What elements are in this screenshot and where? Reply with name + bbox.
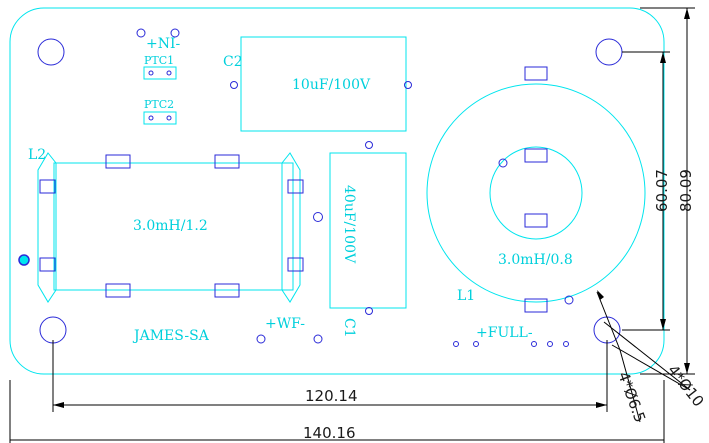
ni-label: +NI- <box>146 36 181 52</box>
l2-pad <box>105 154 131 169</box>
c1-extra-pad <box>313 212 323 222</box>
board-name: JAMES-SA <box>132 328 210 344</box>
dimension-hole-spacing-y <box>622 51 670 331</box>
l2-pad <box>39 179 56 194</box>
dim-hole-spacing-x-text: 120.14 <box>305 387 358 405</box>
ptc2-label: PTC2 <box>144 98 174 111</box>
l1-pad <box>524 213 548 228</box>
leader-corner-diameter <box>603 321 691 391</box>
l2-pad <box>105 283 131 298</box>
l2-pad <box>214 154 240 169</box>
l2-end-left <box>37 152 57 303</box>
leader-hole-diameter <box>596 290 641 423</box>
c2-pad <box>404 81 412 89</box>
ptc1-body <box>143 66 177 80</box>
full-pad <box>563 341 569 347</box>
ptc1-pad <box>148 70 154 76</box>
l1-inner <box>489 146 583 240</box>
l1-pad <box>524 66 548 81</box>
dimension-board-height <box>640 7 695 375</box>
c1-label: C1 <box>341 318 357 338</box>
ptc2-pad <box>148 115 154 121</box>
ptc1-label: PTC1 <box>144 54 174 67</box>
board-outline <box>9 7 665 375</box>
c1-pad <box>365 141 373 149</box>
dimension-hole-spacing-x <box>52 340 608 412</box>
l1-outer <box>426 83 646 303</box>
l2-body <box>53 162 294 291</box>
c2-body <box>240 36 407 132</box>
wf-pad <box>256 334 266 344</box>
c2-label: C2 <box>223 54 243 70</box>
full-pad <box>547 341 553 347</box>
wf-pad <box>313 334 323 344</box>
dim-board-height-text: 80.09 <box>677 169 695 212</box>
l2-label: L2 <box>28 147 46 163</box>
c1-value: 40uF/100V <box>341 185 357 264</box>
l2-pad <box>287 179 304 194</box>
mounting-hole-top-left <box>37 38 65 66</box>
mounting-hole-top-right <box>595 38 623 66</box>
l1-label: L1 <box>457 288 475 304</box>
l1-pad <box>524 148 548 163</box>
l2-pad <box>287 257 304 272</box>
full-pad <box>473 341 479 347</box>
wf-label: +WF- <box>265 316 305 332</box>
reference-dot <box>18 254 30 266</box>
full-label: +FULL- <box>476 325 533 341</box>
ni-pad-minus <box>170 28 180 38</box>
l2-pad <box>39 257 56 272</box>
dim-board-width-text: 140.16 <box>303 424 356 442</box>
mounting-hole-bottom-left <box>39 316 67 344</box>
ni-pad-plus <box>136 28 146 38</box>
l1-value: 3.0mH/0.8 <box>498 252 573 268</box>
l2-pad <box>214 283 240 298</box>
c2-value: 10uF/100V <box>292 77 371 93</box>
c1-pad <box>365 307 373 315</box>
dim-hole-spacing-y-text: 60.07 <box>653 169 671 212</box>
l1-pad <box>524 298 548 313</box>
full-pad <box>531 341 537 347</box>
l1-extra-pad <box>498 158 508 168</box>
l1-extra-pad <box>564 295 574 305</box>
full-pad <box>453 341 459 347</box>
dimension-board-width <box>9 380 665 443</box>
ptc1-pad <box>166 70 172 76</box>
ptc2-body <box>143 111 177 125</box>
dim-hole-diameter-text: 4*Ø6.5 <box>614 369 649 425</box>
ptc2-pad <box>166 115 172 121</box>
l2-end-right <box>281 152 301 303</box>
l2-value: 3.0mH/1.2 <box>133 218 208 234</box>
c2-pad <box>230 81 238 89</box>
